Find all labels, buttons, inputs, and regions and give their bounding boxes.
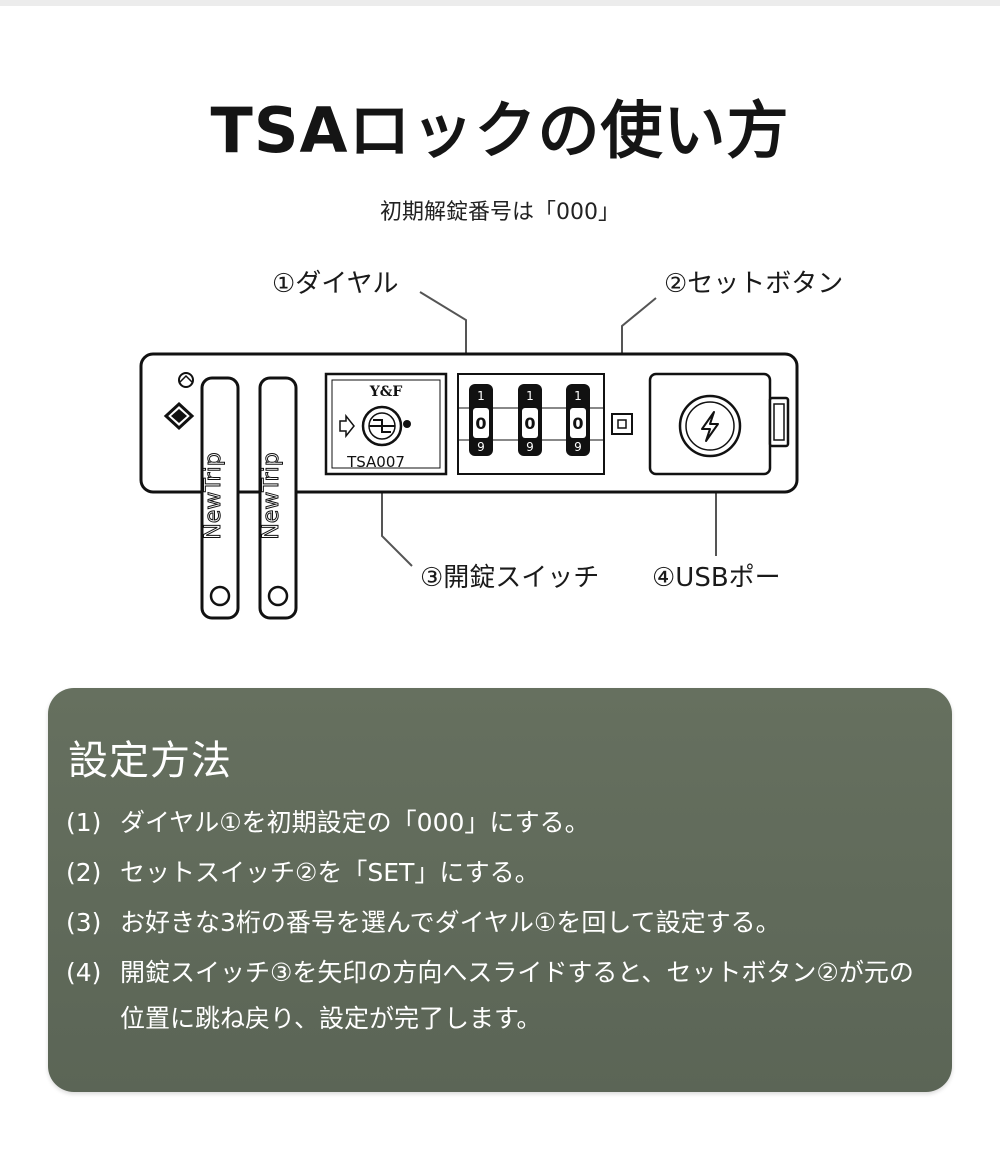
dial-digit-below: 9	[526, 440, 534, 454]
dial-wheel-1: 1 0 9	[469, 384, 493, 456]
dial-digit-1: 0	[475, 414, 486, 433]
dial: 1 0 9 1 0 9 1 0 9	[457, 373, 605, 475]
tsa-lock-diagram: ①ダイヤル ②セットボタン ③開錠スイッチ ④USBポー NewTrip New…	[139, 269, 843, 620]
step-item: (1) ダイヤル①を初期設定の「000」にする。	[66, 800, 936, 846]
dial-digit-2: 0	[524, 414, 535, 433]
strap-left: NewTrip	[200, 376, 240, 620]
leader-line-unlock-switch	[381, 476, 413, 567]
step-number: (3)	[66, 908, 102, 937]
strap-brand-text: NewTrip	[259, 452, 284, 539]
step-text: お好きな3桁の番号を選んでダイヤル①を回して設定する。	[120, 908, 781, 937]
step-text: 開錠スイッチ③を矢印の方向へスライドすると、セットボタン②が元の位置に跳ね戻り、…	[120, 958, 914, 1033]
settings-panel: 設定方法 (1) ダイヤル①を初期設定の「000」にする。 (2) セットスイッ…	[48, 688, 952, 1092]
set-button	[611, 413, 633, 435]
callout-dial: ①ダイヤル	[272, 269, 399, 299]
top-divider	[0, 0, 1000, 6]
step-text: セットスイッチ②を「SET」にする。	[120, 858, 540, 887]
step-item: (2) セットスイッチ②を「SET」にする。	[66, 850, 936, 896]
callout-set-button: ②セットボタン	[664, 269, 843, 299]
lightning-icon	[701, 411, 719, 442]
page-subtitle: 初期解錠番号は「000」	[380, 200, 620, 225]
dial-digit-below: 9	[477, 440, 485, 454]
step-item: (4) 開錠スイッチ③を矢印の方向へスライドすると、セットボタン②が元の位置に跳…	[66, 950, 936, 1042]
step-text: ダイヤル①を初期設定の「000」にする。	[120, 808, 590, 837]
lock-brand-mark: Y&F	[369, 384, 403, 400]
callout-unlock-switch: ③開錠スイッチ	[420, 563, 599, 593]
step-number: (2)	[66, 858, 102, 887]
dial-wheel-2: 1 0 9	[518, 384, 542, 456]
dial-digit-above: 1	[477, 389, 485, 403]
callout-usb-port: ④USBポー	[652, 563, 781, 593]
arrow-right-icon	[339, 413, 355, 439]
step-number: (4)	[66, 958, 102, 987]
page-title: TSAロックの使い方	[210, 94, 790, 167]
tsa-diamond-icon	[163, 372, 195, 431]
steps-list: (1) ダイヤル①を初期設定の「000」にする。 (2) セットスイッチ②を「S…	[66, 800, 936, 1046]
strap-brand-text: NewTrip	[201, 452, 226, 539]
dial-digit-above: 1	[526, 389, 534, 403]
panel-title: 設定方法	[68, 738, 232, 784]
dial-digit-above: 1	[574, 389, 582, 403]
unlock-switch: Y&F TSA007	[324, 372, 448, 476]
step-item: (3) お好きな3桁の番号を選んでダイヤル①を回して設定する。	[66, 900, 936, 946]
usb-port	[648, 372, 790, 476]
dial-wheel-3: 1 0 9	[566, 384, 590, 456]
lock-model: TSA007	[346, 453, 405, 471]
dial-digit-below: 9	[574, 440, 582, 454]
strap-right: NewTrip	[258, 376, 298, 620]
dial-digit-3: 0	[572, 414, 583, 433]
step-number: (1)	[66, 808, 102, 837]
